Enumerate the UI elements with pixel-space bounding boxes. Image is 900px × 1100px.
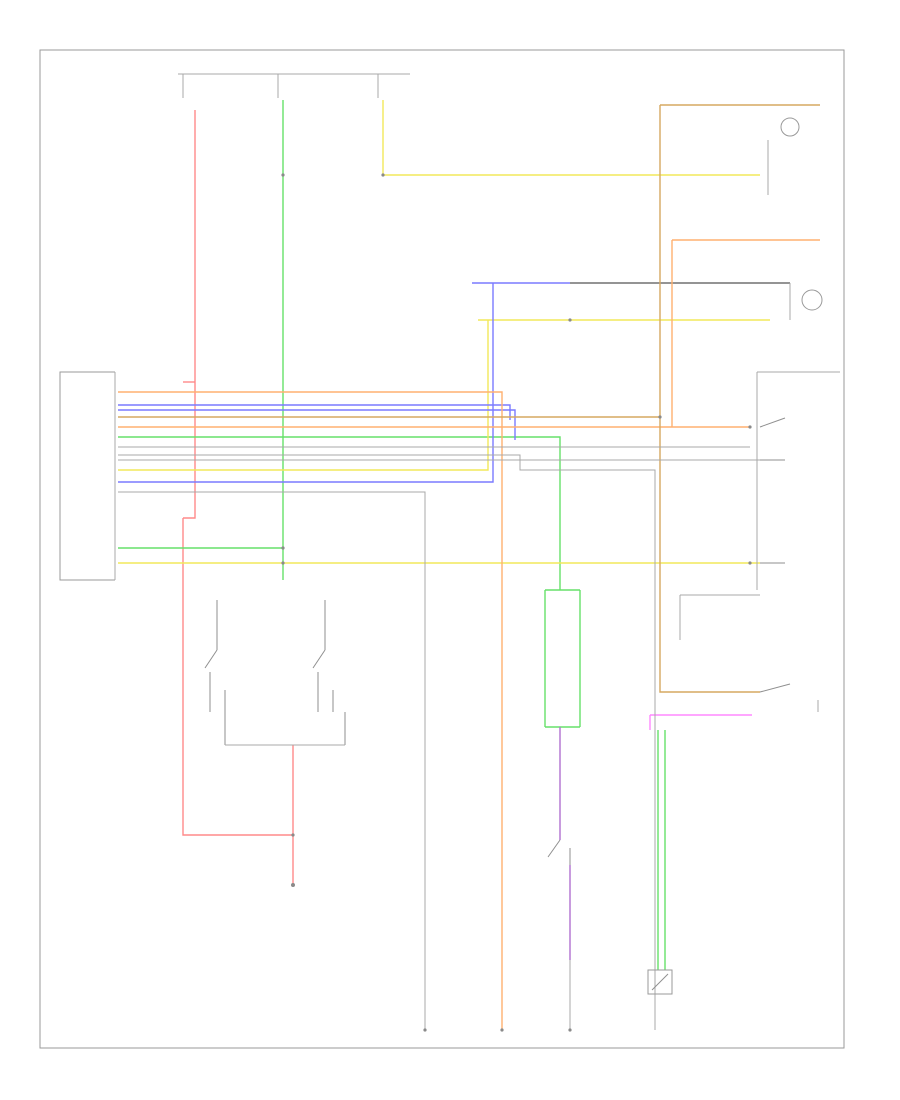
- junction-dots: [281, 173, 752, 1032]
- wire-yellow: [118, 100, 770, 564]
- wire-red: [182, 110, 294, 885]
- sensor-switch-left: [204, 600, 226, 745]
- wire-blue: [118, 282, 570, 483]
- wire-orange: [118, 239, 820, 1030]
- ecu-connector: [59, 371, 116, 581]
- sensor-switch-right: [312, 600, 346, 745]
- wire-green: [118, 100, 666, 970]
- wire-purple: [559, 727, 571, 960]
- ground-symbol: [291, 883, 295, 887]
- center-switch: [547, 839, 571, 865]
- fuse-group-top: [178, 73, 410, 98]
- diagram-frame: [39, 49, 845, 1049]
- pressure-switch: [647, 969, 673, 995]
- wire-gray: [118, 446, 760, 1030]
- motor-component: [789, 283, 823, 320]
- relay-component: [756, 371, 840, 590]
- bulb-component: [767, 117, 800, 195]
- wire-tan: [118, 104, 820, 693]
- wire-pink: [649, 714, 752, 730]
- lower-right-switch: [759, 683, 819, 712]
